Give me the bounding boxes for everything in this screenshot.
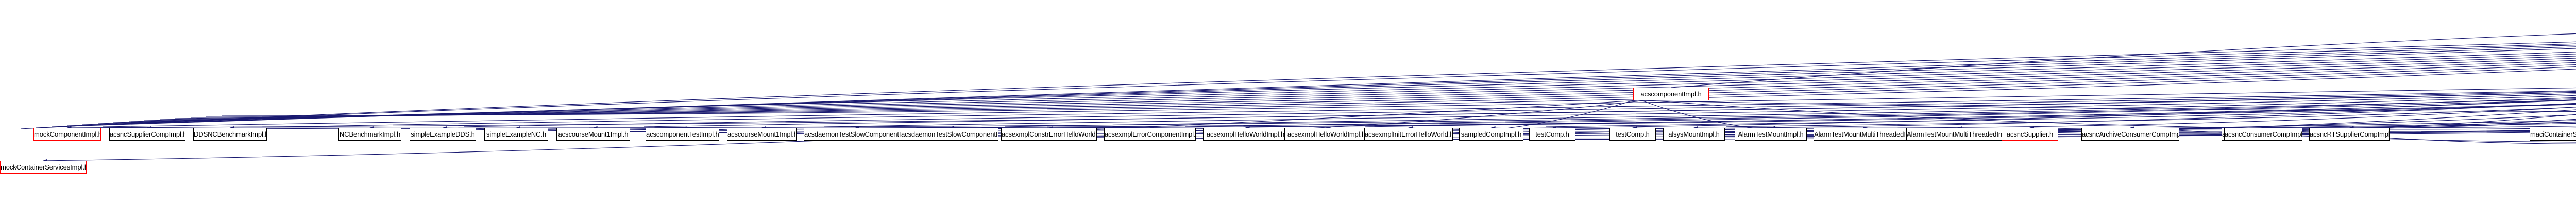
graph-node[interactable]: mockContainerServicesImpl.h [0,161,87,174]
graph-node[interactable]: DDSNCBenchmarkImpl.h [193,128,267,141]
graph-node[interactable]: AlarmTestMountImpl.h [1735,128,1807,141]
graph-node[interactable]: acscourseMount1Impl.h [556,128,630,141]
graph-node[interactable]: acscomponentTestImpl.h [646,128,719,141]
graph-node[interactable]: alsysMountImpl.h [1663,128,1725,141]
graph-node[interactable]: acscomponentImpl.h [1633,88,1709,100]
graph-node[interactable]: NCBenchmarkImpl.h [338,128,401,141]
graph-node[interactable]: acsdaemonTestSlowComponentImpl.h [901,128,998,141]
graph-node[interactable]: acsncSupplierCompImpl.h [109,128,185,141]
graph-node[interactable]: acsexmplHelloWorldImpl.h [1284,128,1368,141]
graph-node[interactable]: simpleExampleNC.h [484,128,548,141]
graph-node[interactable]: acscourseMount1Impl.h [727,128,797,141]
graph-node[interactable]: acsncConsumerCompImpl.h [2224,128,2302,141]
graph-node[interactable]: AlarmTestMountMultiThreadedImpl.h [1906,128,2009,141]
graph-node[interactable]: acsexmplInitErrorHelloWorld.h [1364,128,1453,141]
graph-node[interactable]: testComp.h [1609,128,1656,141]
graph-node[interactable]: acsncArchiveConsumerCompImpl.h [2081,128,2179,141]
graph-node[interactable]: acsdaemonTestSlowComponentImpl.h [804,128,907,141]
graph-node[interactable]: testComp.h [1529,128,1575,141]
graph-node[interactable]: simpleExampleDDS.h [410,128,476,141]
graph-node[interactable]: sampledCompImpl.h [1459,128,1523,141]
graph-node[interactable]: acsexmplErrorComponentImpl.h [1104,128,1196,141]
graph-node[interactable]: mockComponentImpl.h [33,128,101,141]
graph-node[interactable]: acsexmplConstrErrorHelloWorld.h [1001,128,1097,141]
graph-node[interactable]: AlarmTestMountMultiThreadedImpl.h [1814,128,1922,141]
graph-node[interactable]: acsncRTSupplierCompImpl.h [2309,128,2390,141]
graph-node[interactable]: acsexmplHelloWorldImpl.h [1203,128,1288,141]
graph-node[interactable]: acsncSupplier.h [2002,128,2058,141]
graph-node[interactable]: maciContainerServicesTestClassImpl.h [2530,128,2576,141]
